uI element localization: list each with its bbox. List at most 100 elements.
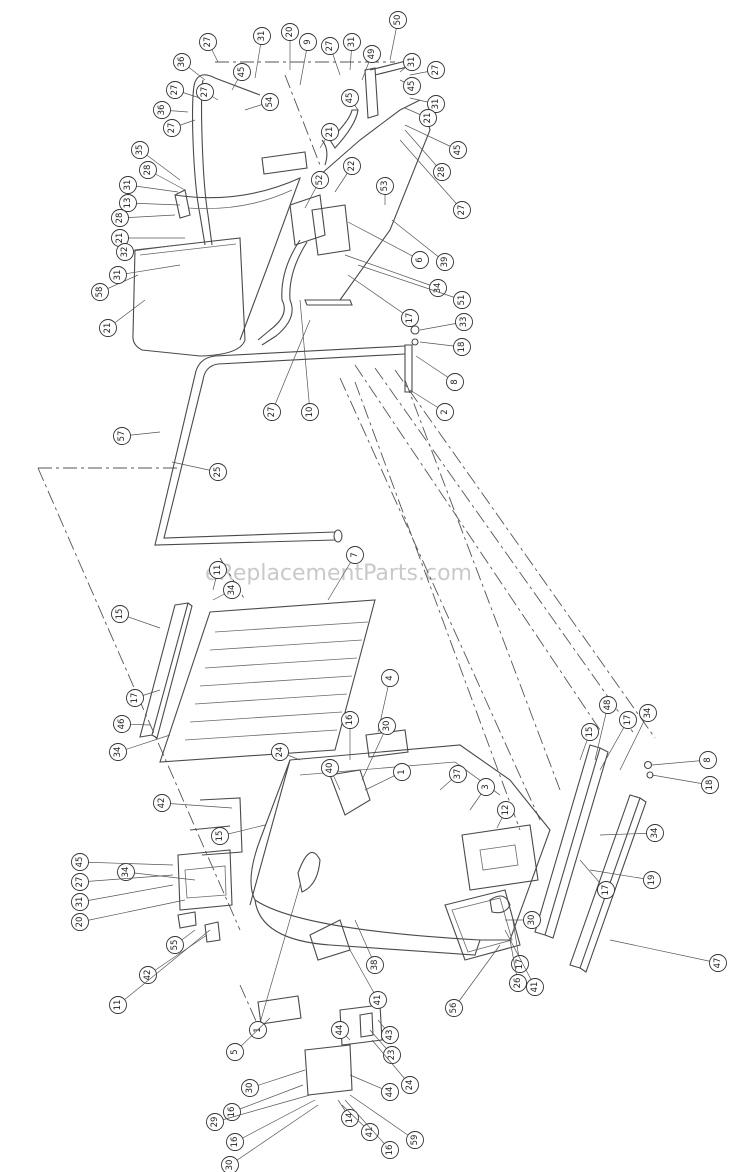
callout-bubble [445, 999, 463, 1017]
callout-bubble [119, 176, 137, 194]
callout-leader-line [599, 832, 656, 836]
callout-bubble [311, 171, 329, 189]
callout-bubble [406, 1131, 424, 1149]
part-callout-34: 34 [619, 704, 657, 771]
part-callout-51: 51 [357, 264, 471, 309]
callout-number: 57 [117, 431, 127, 442]
part-callout-8: 8 [651, 751, 717, 769]
callout-bubble [361, 1123, 379, 1141]
callout-number: 29 [210, 1117, 220, 1128]
callout-number: 45 [453, 145, 463, 156]
callout-leader-line [504, 929, 536, 988]
callout-number: 52 [315, 175, 325, 186]
callout-leader-line [349, 1094, 416, 1141]
part-callout-46: 46 [113, 715, 151, 733]
callout-number: 16 [345, 715, 355, 726]
part-callout-27: 27 [196, 83, 219, 101]
callout-number: 13 [123, 198, 133, 209]
part-callout-9: 9 [299, 33, 317, 86]
callout-leader-line [651, 759, 709, 766]
part-callout-11: 11 [109, 929, 211, 1014]
part-callout-26: 26 [509, 939, 527, 992]
part-callout-21: 21 [319, 123, 339, 149]
part-callout-15: 15 [111, 605, 161, 629]
part-callout-59: 59 [349, 1094, 424, 1149]
callout-number: 9 [303, 39, 313, 44]
callout-bubble [366, 956, 384, 974]
callout-number: 10 [305, 407, 315, 418]
callout-bubble [111, 605, 129, 623]
callout-number: 6 [415, 257, 425, 262]
callout-number: 26 [513, 978, 523, 989]
part-callout-53: 53 [376, 177, 394, 205]
callout-bubble [233, 63, 251, 81]
part-callout-34: 34 [117, 863, 196, 881]
callout-bubble [321, 123, 339, 141]
callout-bubble [209, 463, 227, 481]
part-callout-19: 19 [589, 869, 661, 889]
part-callout-45: 45 [71, 853, 174, 871]
callout-bubble [109, 743, 127, 761]
callout-leader-line [117, 929, 211, 1006]
part-callout-6: 6 [347, 221, 429, 269]
callout-number: 42 [143, 970, 153, 981]
callout-number: 8 [703, 757, 713, 762]
watermark-text: eReplacementParts.com [205, 561, 472, 586]
part-callout-21: 21 [111, 229, 185, 247]
callout-number: 27 [200, 87, 210, 98]
callout-leader-line [357, 264, 463, 301]
callout-bubble [241, 1079, 259, 1097]
callout-bubble [196, 83, 214, 101]
callout-leader-line [609, 939, 719, 964]
part-callout-34: 34 [344, 254, 447, 297]
part-callout-52: 52 [304, 171, 329, 209]
part-callout-48: 48 [594, 696, 617, 761]
callout-number: 16 [230, 1137, 240, 1148]
callout-number: 14 [345, 1113, 355, 1124]
part-callout-3: 3 [469, 778, 495, 811]
callout-number: 22 [347, 161, 357, 172]
callout-number: 21 [325, 127, 335, 138]
callout-bubble [261, 93, 279, 111]
part-callout-17: 17 [126, 689, 161, 707]
callout-bubble [449, 141, 467, 159]
callout-number: 1 [397, 769, 407, 774]
callout-number: 50 [393, 15, 403, 26]
part-callout-17: 17 [599, 711, 637, 771]
part-callout-15: 15 [579, 723, 599, 761]
callout-number: 39 [440, 257, 450, 268]
callout-number: 36 [177, 57, 187, 68]
callout-leader-line [391, 219, 446, 263]
callout-bubble [166, 81, 184, 99]
callout-bubble [166, 936, 184, 954]
callout-bubble [401, 309, 419, 327]
callout-number: 31 [75, 897, 85, 908]
callout-bubble [321, 37, 339, 55]
callout-bubble [453, 338, 471, 356]
callout-number: 27 [203, 37, 213, 48]
part-callout-30: 30 [241, 1069, 306, 1097]
callout-number: 24 [275, 747, 285, 758]
callout-bubble [341, 711, 359, 729]
callout-number: 54 [265, 97, 275, 108]
part-callout-21: 21 [404, 107, 437, 127]
callout-leader-line [619, 712, 649, 771]
callout-number: 31 [113, 270, 123, 281]
part-callout-11: 11 [209, 561, 227, 591]
part-callout-45: 45 [404, 124, 467, 159]
callout-bubble [346, 546, 364, 564]
part-callout-14: 14 [337, 1099, 359, 1127]
callout-bubble [497, 801, 515, 819]
callout-number: 45 [237, 67, 247, 78]
floor-panel-assembly [139, 599, 376, 763]
callout-number: 27 [170, 85, 180, 96]
callout-number: 17 [405, 313, 415, 324]
callout-bubble [131, 141, 149, 159]
part-callout-57: 57 [113, 427, 161, 445]
callout-bubble [597, 881, 615, 899]
callout-bubble [449, 765, 467, 783]
callout-number: 27 [325, 41, 335, 52]
part-callout-27: 27 [263, 319, 311, 421]
callout-bubble [153, 794, 171, 812]
callout-number: 11 [113, 1000, 123, 1011]
